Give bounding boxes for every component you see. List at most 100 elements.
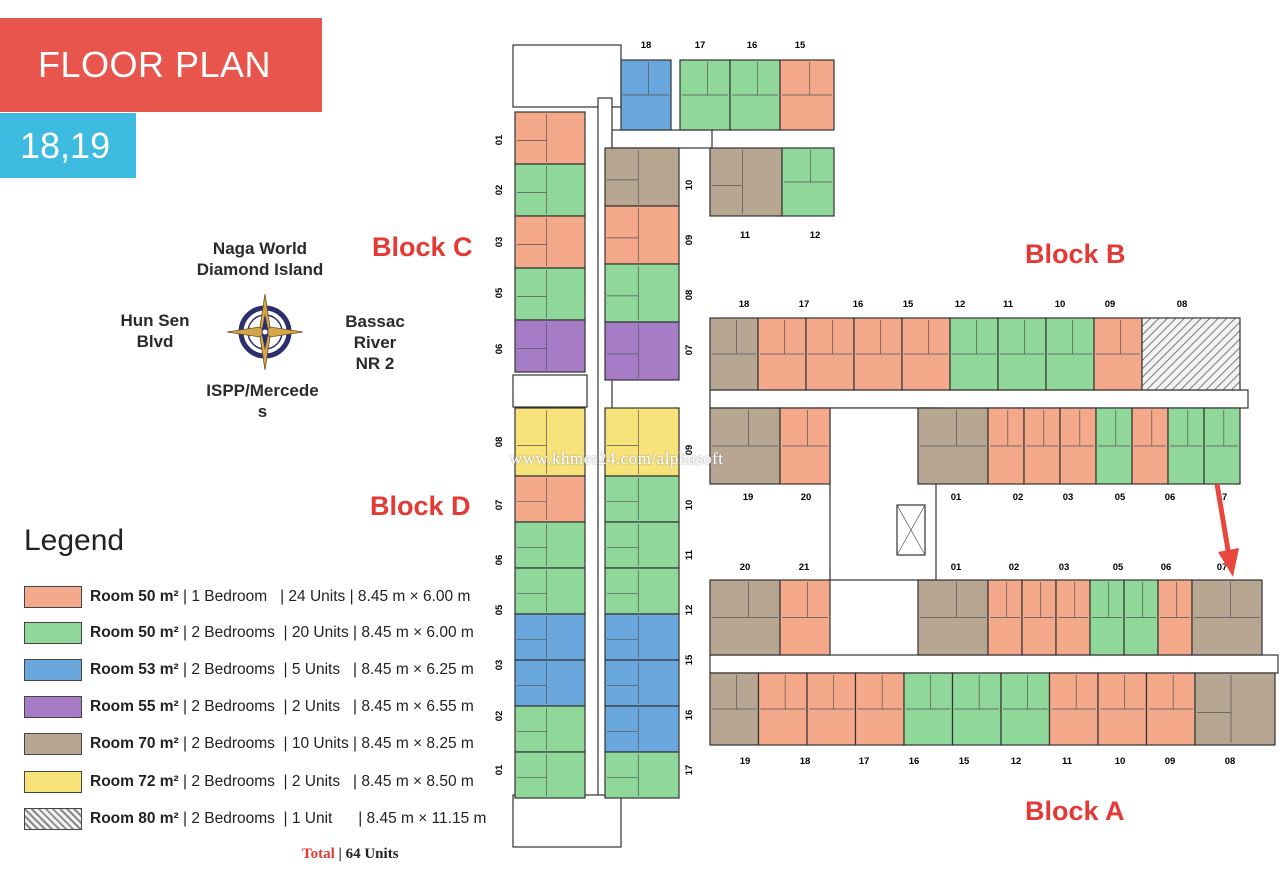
watermark: www.khmer24.com/alphasoft (510, 449, 724, 468)
apartment-unit (514, 267, 586, 321)
unit-number: 01 (951, 562, 962, 573)
unit-number: 07 (494, 500, 505, 511)
total-label: Total (302, 846, 335, 862)
apartment-unit (514, 705, 586, 753)
unit-number: 06 (494, 344, 505, 355)
unit-number: 08 (1177, 299, 1188, 310)
unit-number: 08 (494, 437, 505, 448)
unit-number: 16 (684, 710, 695, 721)
legend-room-size: Room 53 m² (90, 661, 179, 678)
page-title: FLOOR PLAN (0, 18, 322, 112)
unit-number: 07 (684, 345, 695, 356)
unit-number: 05 (494, 287, 505, 298)
unit-number: 19 (743, 492, 754, 503)
legend-total: Total | 64 Units (302, 846, 399, 863)
apartment-unit (514, 163, 586, 217)
unit-number: 06 (1165, 492, 1176, 503)
unit-number: 05 (1113, 562, 1124, 573)
legend-title: Legend (24, 524, 125, 557)
legend-item: Room 53 m² | 2 Bedrooms | 5 Units | 8.45… (24, 659, 504, 683)
unit-number: 02 (1013, 492, 1024, 503)
unit-number: 11 (740, 230, 751, 241)
apartment-unit (604, 613, 680, 661)
unit-number: 08 (684, 290, 695, 301)
apartment-unit (604, 475, 680, 523)
corridor-block-b (709, 389, 1249, 409)
unit-number: 10 (1055, 299, 1066, 310)
legend-room-size: Room 50 m² (90, 624, 179, 641)
apartment-unit (514, 319, 586, 373)
unit-number: 03 (494, 237, 505, 248)
unit-number: 09 (1105, 299, 1116, 310)
legend-room-size: Room 55 m² (90, 698, 179, 715)
legend-swatch (24, 808, 82, 830)
unit-number: 20 (801, 492, 812, 503)
unit-number: 19 (740, 756, 751, 767)
unit-number: 09 (1165, 756, 1176, 767)
apartment-unit (514, 659, 586, 707)
legend-swatch (24, 586, 82, 608)
unit-number: 05 (1115, 492, 1126, 503)
unit-number: 18 (800, 756, 811, 767)
unit-number: 16 (747, 40, 758, 51)
legend-room-details: | 2 Bedrooms | 5 Units | 8.45 m × 6.25 m (178, 661, 474, 678)
apartment-unit (604, 263, 680, 323)
floors-badge: 18,19 (0, 113, 136, 178)
apartment-unit (604, 147, 680, 207)
unit-number: 20 (740, 562, 751, 573)
compass-west-label: Hun Sen Blvd (120, 311, 190, 351)
compass-north-label: Naga World Diamond Island (196, 239, 324, 279)
apartment-unit (604, 205, 680, 265)
apartment-unit (1141, 317, 1241, 391)
legend-swatch (24, 622, 82, 644)
apartment-unit (514, 521, 586, 569)
unit-number: 03 (1063, 492, 1074, 503)
legend-swatch (24, 733, 82, 755)
arrow-down-icon (1214, 483, 1239, 577)
legend-room-size: Room 50 m² (90, 588, 179, 605)
unit-number: 18 (739, 299, 750, 310)
stair-core (512, 44, 622, 108)
apartment-unit (514, 407, 586, 477)
unit-number: 01 (951, 492, 962, 503)
unit-number: 10 (684, 180, 695, 191)
stair-core (512, 794, 622, 848)
legend-swatch (24, 771, 82, 793)
legend-room-details: | 2 Bedrooms | 20 Units | 8.45 m × 6.00 … (178, 624, 474, 641)
legend-item: Room 80 m² | 2 Bedrooms | 1 Unit | 8.45 … (24, 808, 504, 832)
compass-east-label: Bassac River NR 2 (345, 312, 405, 373)
apartment-unit (604, 321, 680, 381)
block-b-label: Block B (1025, 239, 1126, 269)
unit-number: 21 (799, 562, 810, 573)
apartment-unit (514, 567, 586, 615)
unit-number: 15 (684, 654, 695, 665)
unit-number: 17 (695, 40, 706, 51)
apartment-unit (604, 521, 680, 569)
legend-room-size: Room 72 m² (90, 773, 179, 790)
block-c-label: Block C (372, 232, 473, 262)
apartment-unit (1194, 672, 1276, 746)
legend-room-details: | 1 Bedroom | 24 Units | 8.45 m × 6.00 m (178, 588, 471, 605)
unit-number: 18 (641, 40, 652, 51)
unit-number: 05 (494, 604, 505, 615)
unit-number: 16 (853, 299, 864, 310)
apartment-unit (514, 215, 586, 269)
unit-number: 06 (1161, 562, 1172, 573)
unit-number: 12 (955, 299, 966, 310)
unit-number: 10 (1115, 756, 1126, 767)
unit-number: 01 (494, 764, 505, 775)
apartment-unit (514, 475, 586, 523)
legend-item: Room 55 m² | 2 Bedrooms | 2 Units | 8.45… (24, 696, 504, 720)
legend-swatch (24, 659, 82, 681)
lift-x (896, 504, 926, 556)
unit-number: 17 (859, 756, 870, 767)
unit-number: 15 (903, 299, 914, 310)
apartment-unit (604, 407, 680, 477)
unit-number: 11 (1062, 756, 1073, 767)
legend-item: Room 50 m² | 2 Bedrooms | 20 Units | 8.4… (24, 622, 504, 646)
legend-room-details: | 2 Bedrooms | 2 Units | 8.45 m × 6.55 m (178, 698, 474, 715)
unit-number: 11 (1003, 299, 1014, 310)
unit-number: 06 (494, 555, 505, 566)
corridor-block-a (709, 654, 1279, 674)
total-value: | 64 Units (334, 846, 399, 862)
